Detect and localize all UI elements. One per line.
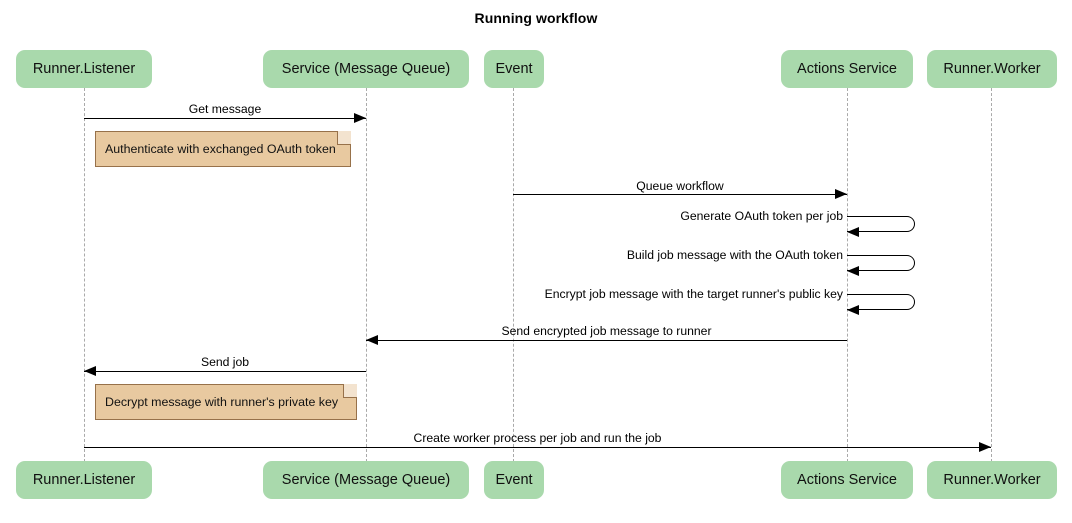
participant-event-bottom[interactable]: Event	[484, 461, 544, 499]
arrowhead-get-message	[354, 112, 366, 123]
arrowhead-send-job	[84, 365, 96, 376]
message-label-encrypt-job-message: Encrypt job message with the target runn…	[544, 287, 843, 301]
message-label-send-job: Send job	[200, 355, 250, 369]
participant-event-top[interactable]: Event	[484, 50, 544, 88]
participant-runner-listener-top[interactable]: Runner.Listener	[16, 50, 152, 88]
participant-runner-listener-bottom[interactable]: Runner.Listener	[16, 461, 152, 499]
lifeline-runner-listener	[84, 88, 85, 462]
message-line-send-encrypted-job-message	[366, 340, 847, 341]
note-decrypt: Decrypt message with runner's private ke…	[95, 384, 357, 420]
page-title: Running workflow	[474, 10, 598, 26]
lifeline-service-message-queue	[366, 88, 367, 462]
message-line-get-message	[84, 118, 366, 119]
participant-actions-service-bottom[interactable]: Actions Service	[781, 461, 913, 499]
arrowhead-generate-oauth-token	[847, 226, 859, 237]
message-label-send-encrypted-job-message: Send encrypted job message to runner	[501, 324, 712, 338]
note-decrypt-label: Decrypt message with runner's private ke…	[105, 395, 339, 409]
note-fold-icon	[337, 131, 351, 145]
self-loop-encrypt-job-message	[847, 294, 915, 310]
arrowhead-send-encrypted-job-message	[366, 334, 378, 345]
participant-service-message-queue-top[interactable]: Service (Message Queue)	[263, 50, 469, 88]
note-authenticate: Authenticate with exchanged OAuth token	[95, 131, 351, 167]
participant-runner-worker-top[interactable]: Runner.Worker	[927, 50, 1057, 88]
participant-service-message-queue-bottom[interactable]: Service (Message Queue)	[263, 461, 469, 499]
message-label-build-job-message: Build job message with the OAuth token	[626, 248, 843, 262]
lifeline-runner-worker	[991, 88, 992, 462]
self-loop-build-job-message	[847, 255, 915, 271]
message-line-queue-workflow	[513, 194, 847, 195]
participant-actions-service-top[interactable]: Actions Service	[781, 50, 913, 88]
note-authenticate-label: Authenticate with exchanged OAuth token	[105, 142, 336, 156]
message-label-create-worker-process: Create worker process per job and run th…	[413, 431, 662, 445]
arrowhead-create-worker-process	[979, 441, 991, 452]
message-label-generate-oauth-token: Generate OAuth token per job	[680, 209, 843, 223]
arrowhead-queue-workflow	[835, 188, 847, 199]
self-loop-generate-oauth-token	[847, 216, 915, 232]
arrowhead-encrypt-job-message	[847, 304, 859, 315]
note-fold-icon	[343, 384, 357, 398]
message-line-send-job	[84, 371, 366, 372]
message-line-create-worker-process	[84, 447, 991, 448]
participant-runner-worker-bottom[interactable]: Runner.Worker	[927, 461, 1057, 499]
message-label-queue-workflow: Queue workflow	[636, 179, 724, 193]
message-label-get-message: Get message	[188, 102, 262, 116]
lifeline-event	[513, 88, 514, 462]
arrowhead-build-job-message	[847, 265, 859, 276]
